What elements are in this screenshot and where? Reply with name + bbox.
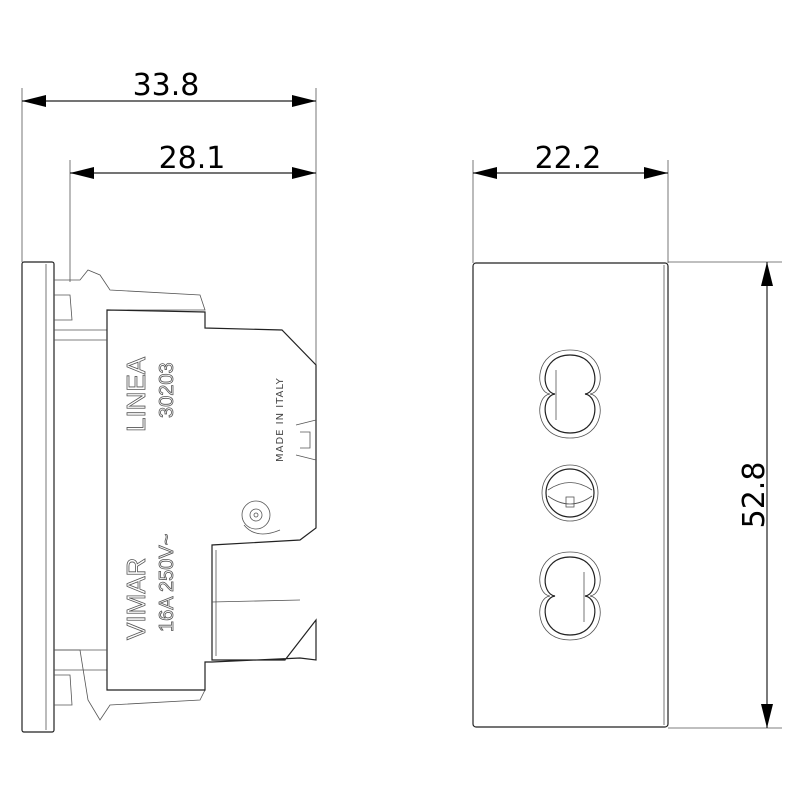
rating-marking: 16A 250V~ — [156, 534, 178, 632]
bipasso-socket-icon — [539, 551, 601, 641]
origin-marking: MADE IN ITALY — [275, 377, 286, 462]
front-view — [472, 262, 669, 728]
dimension-height: 52.8 — [668, 261, 782, 729]
bipasso-socket-icon — [539, 349, 601, 439]
dimension-width: 22.2 — [472, 141, 669, 263]
earth-contact-icon — [541, 464, 599, 522]
dimension-overall-depth: 33.8 — [21, 68, 317, 365]
dimension-label: 22.2 — [535, 141, 602, 176]
side-view: LINEA 30203 VIMAR 16A 250V~ MADE IN ITAL… — [21, 261, 317, 733]
dimension-label: 52.8 — [737, 462, 772, 529]
brand-marking: VIMAR — [121, 558, 151, 640]
dimension-body-depth: 28.1 — [69, 141, 316, 282]
dimension-label: 33.8 — [133, 68, 200, 103]
imq-mark-icon — [241, 500, 281, 535]
series-marking: LINEA — [121, 356, 151, 432]
code-marking: 30203 — [156, 362, 178, 418]
dimension-label: 28.1 — [159, 141, 226, 176]
